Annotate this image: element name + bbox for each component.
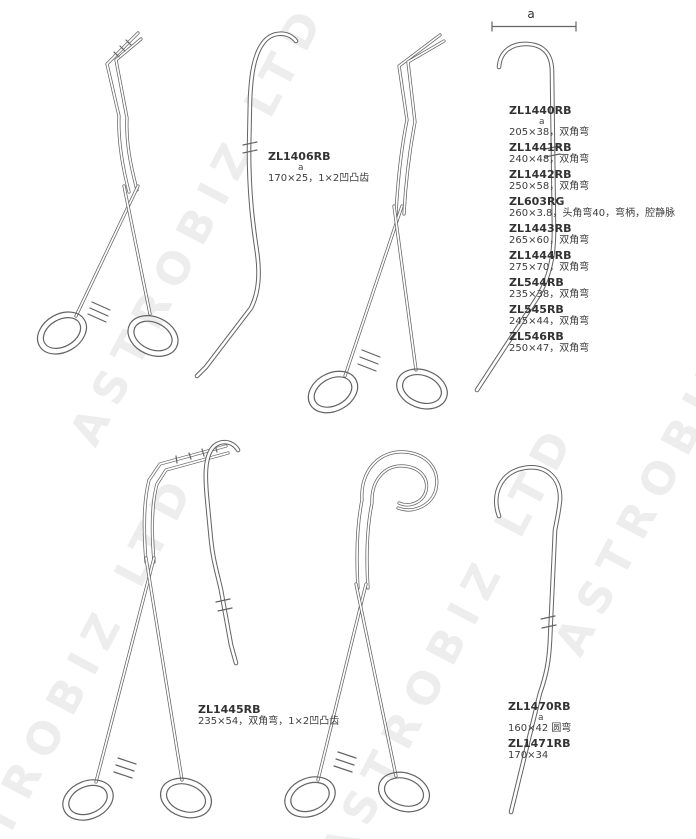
product-spec: 170×25，1×2凹凸齿 xyxy=(268,173,370,184)
product-entry: ZL1442RB 250×58，双角弯 xyxy=(509,168,691,193)
product-code: ZL603RG xyxy=(509,195,565,208)
dimension-marker-a: a xyxy=(491,7,577,32)
product-entry: ZL546RB 250×47，双角弯 xyxy=(509,330,691,355)
product-spec: 275×70，双角弯 xyxy=(509,262,590,273)
figure-probe-top-left xyxy=(194,31,299,379)
product-code: ZL1440RB xyxy=(509,104,572,117)
dimension-label: a xyxy=(527,7,534,21)
product-spec: 245×44，双角弯 xyxy=(509,316,590,327)
product-code: ZL1471RB xyxy=(508,737,571,750)
product-spec: 235×54，双角弯，1×2凹凸齿 xyxy=(198,716,340,727)
figure-clamp-bottom-middle xyxy=(284,450,439,818)
product-label-zl1406rb: ZL1406RB a 170×25，1×2凹凸齿 xyxy=(268,150,428,187)
dimension-ref: a xyxy=(538,713,544,723)
product-spec: 160×42 圆弯 xyxy=(508,723,572,734)
figure-clamp-zl1406rb xyxy=(36,31,179,357)
product-code: ZL1445RB xyxy=(198,703,261,716)
product-entry: ZL1470RB a 160×42 圆弯 xyxy=(508,700,678,735)
figure-clamp-top-middle xyxy=(307,33,448,414)
product-entry: ZL1471RB 170×34 xyxy=(508,737,678,762)
figure-probe-bottom-left xyxy=(203,439,241,666)
figure-probe-zl1470rb xyxy=(493,465,563,815)
dimension-ref: a xyxy=(298,163,304,173)
product-code: ZL545RB xyxy=(509,303,564,316)
product-spec: 240×48，双角弯 xyxy=(509,154,590,165)
product-code: ZL1442RB xyxy=(509,168,572,181)
product-code: ZL1441RB xyxy=(509,141,572,154)
product-entry: ZL1444RB 275×70，双角弯 xyxy=(509,249,691,274)
product-entry: ZL1406RB a 170×25，1×2凹凸齿 xyxy=(268,150,428,185)
product-spec: 250×47，双角弯 xyxy=(509,343,590,354)
product-code: ZL1406RB xyxy=(268,150,331,163)
product-spec: 250×58，双角弯 xyxy=(509,181,590,192)
product-entry: ZL1440RB a 205×38，双角弯 xyxy=(509,104,691,139)
product-entry: ZL545RB 245×44，双角弯 xyxy=(509,303,691,328)
product-entry: ZL1441RB 240×48，双角弯 xyxy=(509,141,691,166)
product-entry: ZL603RG 260×3.8，头角弯40，弯柄，腔静脉 xyxy=(509,195,691,220)
product-code: ZL544RB xyxy=(509,276,564,289)
product-code: ZL1444RB xyxy=(509,249,572,262)
dimension-ref: a xyxy=(539,117,545,127)
product-spec: 205×38，双角弯 xyxy=(509,127,590,138)
product-spec: 265×60，双角弯 xyxy=(509,235,590,246)
product-spec: 235×38，双角弯 xyxy=(509,289,590,300)
product-label-zl1445rb: ZL1445RB 235×54，双角弯，1×2凹凸齿 xyxy=(198,703,428,730)
product-spec: 260×3.8，头角弯40，弯柄，腔静脉 xyxy=(509,208,676,219)
product-label-list-right: ZL1440RB a 205×38，双角弯 ZL1441RB 240×48，双角… xyxy=(509,104,691,357)
product-entry: ZL1443RB 265×60，双角弯 xyxy=(509,222,691,247)
figure-clamp-zl1445rb xyxy=(62,444,230,821)
product-spec: 170×34 xyxy=(508,750,549,761)
product-label-zl1470rb: ZL1470RB a 160×42 圆弯 ZL1471RB 170×34 xyxy=(508,700,678,764)
figure-probe-zl1440-series xyxy=(474,41,561,393)
product-entry: ZL1445RB 235×54，双角弯，1×2凹凸齿 xyxy=(198,703,428,728)
product-entry: ZL544RB 235×38，双角弯 xyxy=(509,276,691,301)
product-code: ZL1470RB xyxy=(508,700,571,713)
product-code: ZL1443RB xyxy=(509,222,572,235)
product-code: ZL546RB xyxy=(509,330,564,343)
